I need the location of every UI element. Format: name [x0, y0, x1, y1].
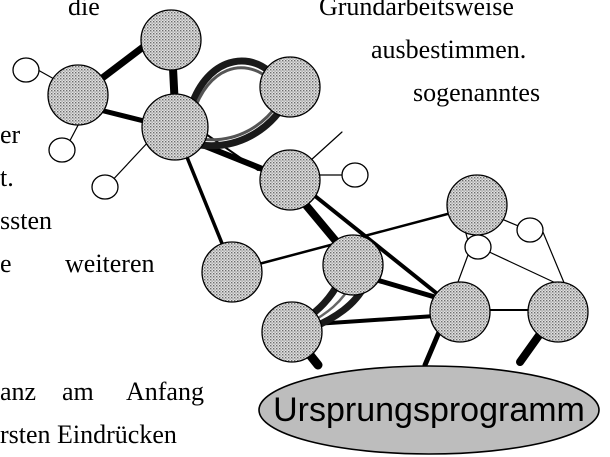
- text-fragment: sogenanntes: [413, 78, 541, 107]
- text-fragment: ausbestimmen.: [371, 35, 527, 64]
- node: [259, 149, 321, 211]
- large-nodes: [47, 9, 589, 363]
- origin-program: Ursprungsprogramm: [258, 365, 600, 455]
- node: [261, 301, 323, 363]
- text-fragment: e: [0, 249, 12, 278]
- node: [201, 241, 263, 303]
- text-fragment: Anfang: [126, 377, 204, 406]
- origin-label: Ursprungsprogramm: [273, 391, 585, 429]
- text-fragment: ssten: [0, 206, 52, 235]
- node: [322, 234, 384, 296]
- node: [141, 93, 209, 161]
- connection: [107, 139, 151, 186]
- connection: [539, 224, 566, 286]
- text-fragment: Grundarbeitsweise: [319, 0, 514, 21]
- small-node: [48, 137, 76, 163]
- node: [140, 9, 202, 71]
- text-fragment: t.: [0, 163, 14, 192]
- connection: [199, 129, 259, 171]
- connection: [308, 190, 447, 302]
- node: [446, 174, 508, 236]
- text-fragment: rsten Eindrücken: [0, 420, 177, 449]
- text-fragment: anz: [0, 377, 37, 406]
- text-fragment: die: [68, 0, 100, 21]
- loop-arc: [191, 66, 270, 116]
- small-node: [516, 217, 544, 243]
- node: [527, 281, 589, 343]
- node: [429, 281, 491, 343]
- small-node: [341, 162, 369, 188]
- text-fragment: am: [62, 377, 94, 406]
- text-fragment: er: [0, 120, 21, 149]
- node: [259, 56, 321, 118]
- small-node: [91, 174, 119, 200]
- loop-arc: [186, 57, 274, 114]
- connection: [484, 249, 561, 286]
- text-fragment: weiteren: [65, 249, 155, 278]
- origin-ellipse: [258, 365, 600, 455]
- small-nodes: [12, 57, 544, 260]
- small-node: [464, 234, 492, 260]
- small-node: [12, 57, 40, 83]
- node: [47, 64, 109, 126]
